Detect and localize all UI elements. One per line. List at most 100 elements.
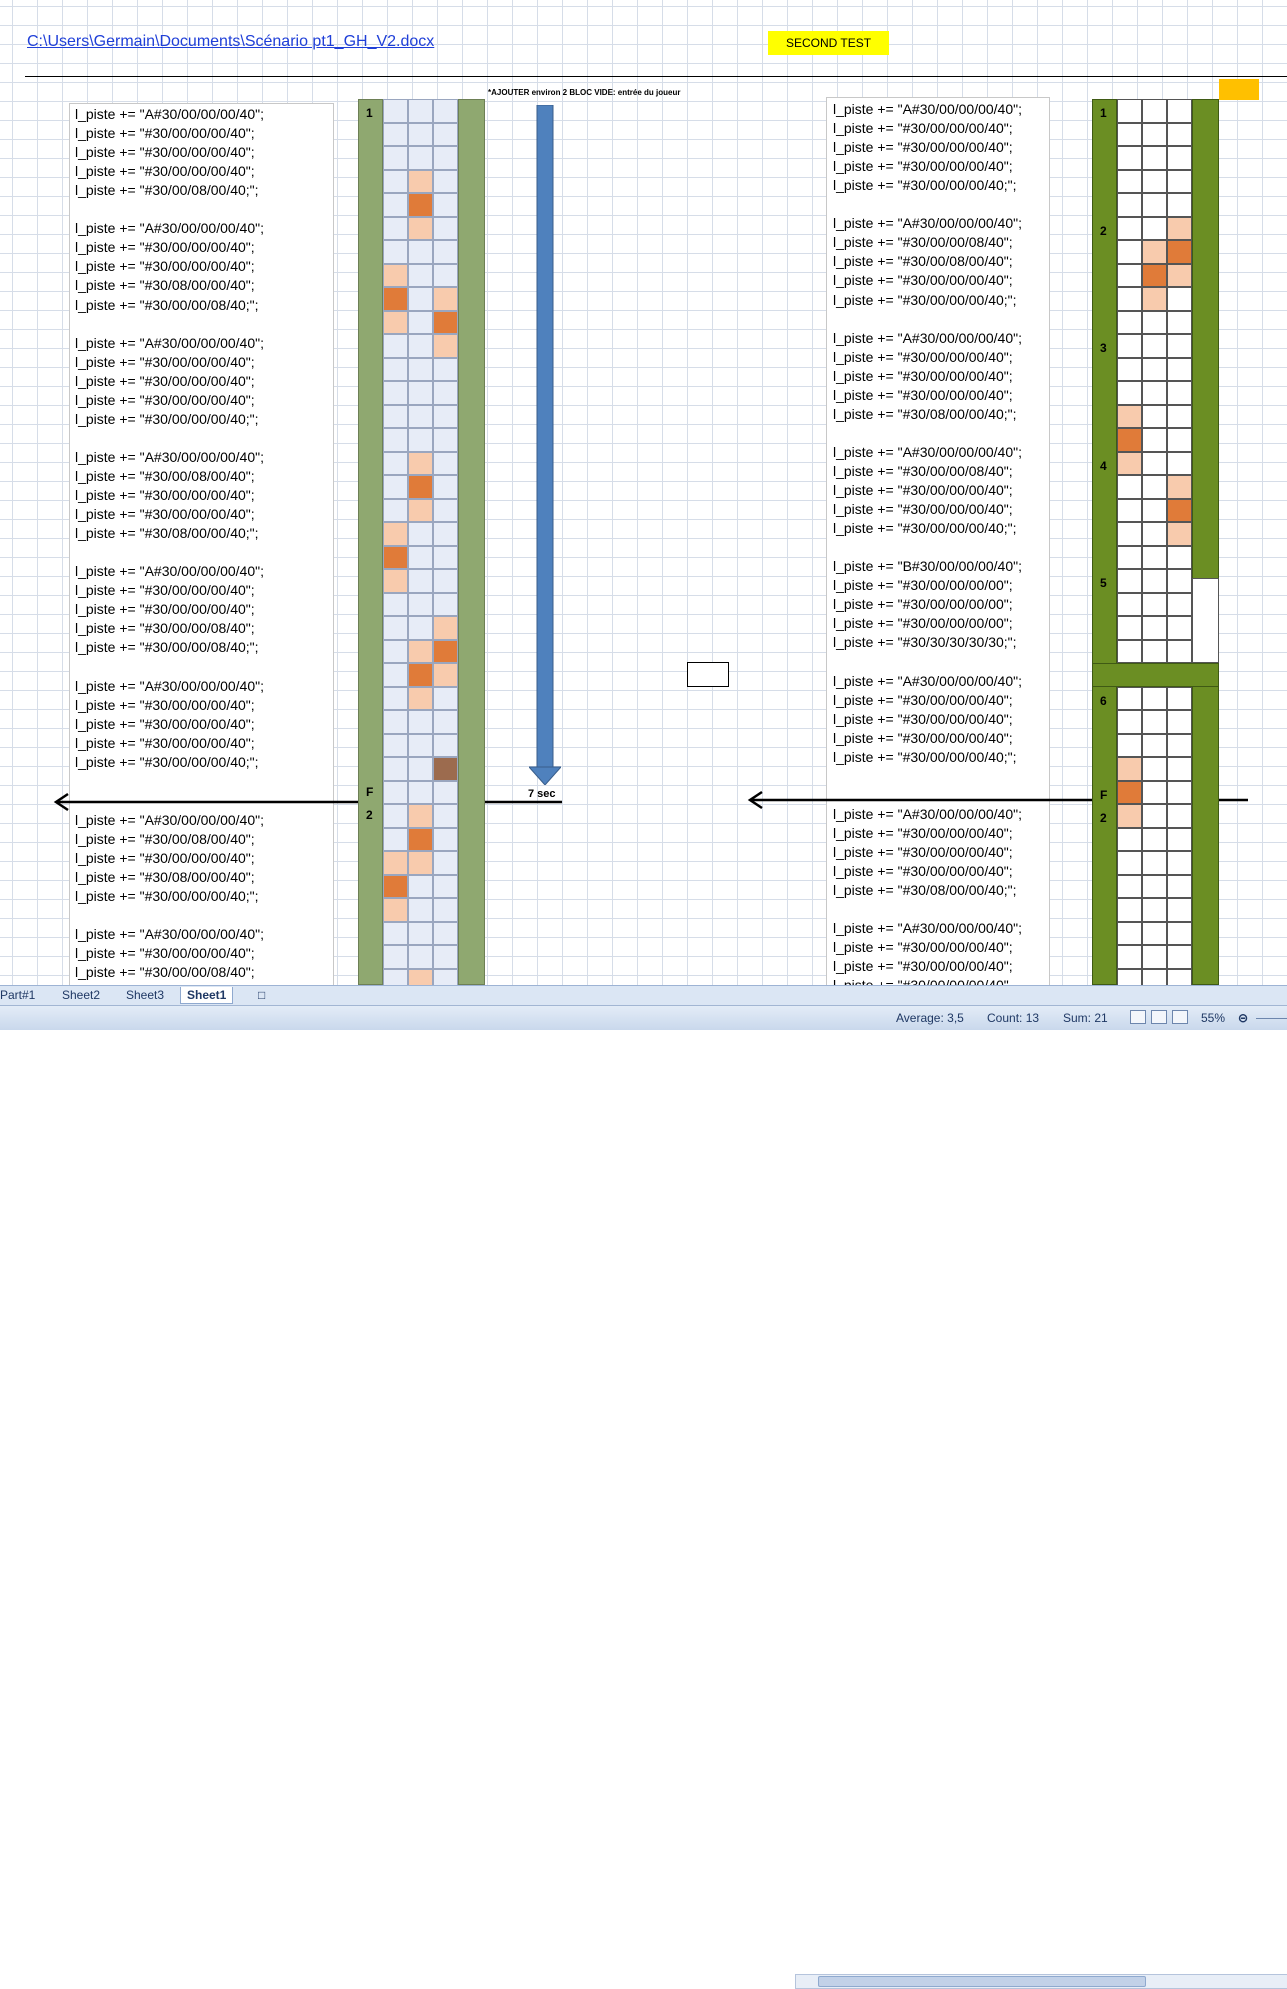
- lane-cell: [433, 99, 458, 123]
- lane-cell: [383, 240, 408, 264]
- highlighted-cell[interactable]: [1219, 79, 1259, 100]
- lane-cell: [1117, 616, 1142, 640]
- lane-cell: [433, 216, 458, 240]
- lane-cell: [408, 616, 433, 640]
- lane-cell: [408, 921, 433, 945]
- lane-cell: [1117, 428, 1142, 452]
- code-line: l_piste += "#30/00/00/00/40;";: [833, 520, 1017, 537]
- horizontal-scrollbar[interactable]: [795, 1974, 1287, 1989]
- lane-cell: [1117, 968, 1142, 985]
- lane-cell: [408, 146, 433, 170]
- code-line: l_piste += "#30/00/00/00/00";: [833, 577, 1013, 594]
- lane-cell: [1117, 381, 1142, 405]
- normal-view-icon[interactable]: [1130, 1010, 1146, 1024]
- section-marker: F: [1100, 787, 1108, 802]
- code-line: l_piste += "#30/00/00/00/40";: [75, 945, 255, 962]
- lane-cell: [1117, 545, 1142, 569]
- tab-sheet1[interactable]: Sheet1: [180, 987, 234, 1004]
- code-line: l_piste += "#30/00/00/08/40;";: [75, 639, 259, 656]
- page-layout-view-icon[interactable]: [1151, 1010, 1167, 1024]
- lane-cell: [1117, 898, 1142, 922]
- lane-cell: [1142, 216, 1167, 240]
- code-line: l_piste += "#30/00/00/00/40";: [833, 844, 1013, 861]
- code-line: l_piste += "#30/00/00/00/40";: [833, 691, 1013, 708]
- lane-cell: [1167, 216, 1192, 240]
- lane-cell: [383, 287, 408, 311]
- lane-cell: [383, 193, 408, 217]
- lane-cell: [433, 827, 458, 851]
- insert-sheet-icon[interactable]: □: [258, 988, 266, 1002]
- lane-cell: [1167, 874, 1192, 898]
- lane-cell: [408, 122, 433, 146]
- page-break-view-icon[interactable]: [1172, 1010, 1188, 1024]
- lane-cell: [1142, 710, 1167, 734]
- lane-cell: [383, 945, 408, 969]
- lane-cell: [1192, 578, 1219, 663]
- lane-cell: [1167, 851, 1192, 875]
- code-line: l_piste += "A#30/00/00/00/40";: [75, 563, 264, 580]
- section-marker: 2: [1100, 811, 1107, 825]
- lane-cell: [1142, 475, 1167, 499]
- zoom-slider[interactable]: [1256, 1018, 1287, 1019]
- tab-sheet3[interactable]: Sheet3: [126, 988, 165, 1002]
- lane-cell: [383, 686, 408, 710]
- lane-cell: [1167, 169, 1192, 193]
- code-line: l_piste += "A#30/00/00/00/40";: [833, 329, 1022, 346]
- lane-cell: [1117, 334, 1142, 358]
- lane-cell: [1117, 404, 1142, 428]
- lane-cell: [1142, 99, 1167, 123]
- lane-cell: [408, 334, 433, 358]
- lane-cell: [1142, 428, 1167, 452]
- lane-cell: [433, 169, 458, 193]
- code-line: l_piste += "#30/00/00/00/40";: [833, 482, 1013, 498]
- lane-cell: [383, 404, 408, 428]
- code-line: l_piste += "#30/08/00/00/40";: [75, 277, 255, 294]
- second-test-cell[interactable]: SECOND TEST: [768, 31, 889, 55]
- lane-cell: [383, 921, 408, 945]
- document-hyperlink[interactable]: C:\Users\Germain\Documents\Scénario pt1_…: [27, 33, 435, 50]
- lane-cell: [383, 851, 408, 875]
- lane-cell: [433, 968, 458, 985]
- lane-cell: [1142, 757, 1167, 781]
- zoom-out-icon[interactable]: ⊝: [1238, 1011, 1249, 1025]
- code-line: l_piste += "#30/08/00/00/40;";: [833, 882, 1017, 899]
- lane-cell: [1167, 381, 1192, 405]
- lane-cell: [1117, 780, 1142, 804]
- code-line: l_piste += "#30/00/00/00/40;";: [75, 888, 259, 905]
- lane-cell: [1142, 639, 1167, 663]
- code-line: l_piste += "#30/00/08/00/40;";: [75, 182, 259, 199]
- section-marker: 1: [366, 106, 373, 120]
- status-sum: Sum: 21: [1063, 1011, 1108, 1025]
- code-line: l_piste += "A#30/00/00/00/40";: [75, 812, 264, 828]
- code-line: l_piste += "#30/00/00/00/40";: [833, 825, 1013, 842]
- lane-cell: [1117, 757, 1142, 781]
- lane-cell: [1117, 193, 1142, 217]
- lane-cell: [1117, 710, 1142, 734]
- code-line: l_piste += "#30/00/00/00/40";: [833, 367, 1013, 384]
- lane-cell: [433, 592, 458, 616]
- lane-cell: [1167, 827, 1192, 851]
- code-line: l_piste += "#30/00/00/00/40";: [833, 863, 1013, 880]
- lane-cell: [1167, 475, 1192, 499]
- tab-sheet2[interactable]: Sheet2: [62, 988, 101, 1002]
- selected-cell[interactable]: [687, 662, 729, 687]
- spreadsheet-area[interactable]: C:\Users\Germain\Documents\Scénario pt1_…: [0, 0, 1287, 985]
- lane-cell: [1167, 921, 1192, 945]
- lane-cell: [433, 874, 458, 898]
- code-line: l_piste += "#30/00/00/08/40";: [75, 620, 255, 637]
- lane-cell: [1142, 334, 1167, 358]
- lane-cell: [1142, 569, 1167, 593]
- lane-cell: [383, 804, 408, 828]
- lane-cell: [1117, 921, 1142, 945]
- code-line: l_piste += "#30/30/30/30/30;";: [833, 634, 1017, 651]
- lane-cell: [383, 99, 408, 123]
- lane-cell: [433, 146, 458, 170]
- lane-cell: [433, 404, 458, 428]
- left-arrow-icon: [53, 792, 562, 812]
- code-line: l_piste += "#30/00/00/00/40;";: [833, 291, 1017, 308]
- lane-cell: [1117, 99, 1142, 123]
- track-border-right: [1192, 99, 1219, 985]
- lane-cell: [1142, 827, 1167, 851]
- lane-cell: [1142, 193, 1167, 217]
- tab-part1[interactable]: Part#1: [0, 988, 36, 1002]
